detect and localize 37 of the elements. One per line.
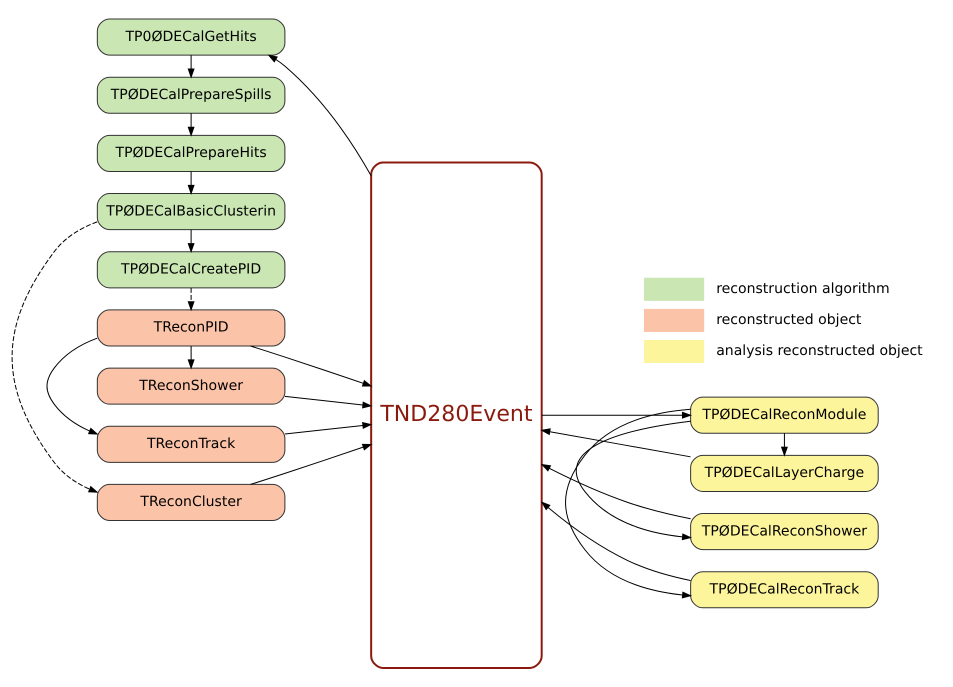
- node-box: TPØDECalReconTrack: [690, 571, 879, 608]
- node-box: TReconShower: [96, 368, 286, 405]
- arrow: [188, 230, 195, 254]
- arrow: [250, 346, 372, 387]
- arrow: [188, 346, 195, 370]
- arrow: [12, 221, 99, 493]
- arrow: [540, 464, 691, 520]
- arrow: [540, 428, 691, 458]
- arrow: [188, 172, 195, 195]
- arrow: [46, 338, 99, 435]
- arrow: [188, 288, 195, 312]
- node-box: TND280Event: [370, 161, 543, 669]
- arrow: [565, 408, 692, 598]
- arrow: [188, 55, 195, 79]
- arrow: [780, 433, 788, 457]
- arrow: [250, 444, 372, 485]
- arrow: [284, 422, 372, 435]
- legend-label: analysis reconstructed object: [716, 343, 923, 360]
- arrow: [188, 113, 195, 137]
- node-box: TReconTrack: [96, 426, 286, 463]
- node-box: TPØDECalReconModule: [690, 396, 879, 434]
- node-box: TPØDECalReconShower: [690, 513, 879, 550]
- arrow: [284, 396, 372, 408]
- node-box: TReconCluster: [96, 484, 286, 522]
- arrow: [576, 420, 692, 540]
- node-box: TPØDECalLayerCharge: [690, 454, 879, 492]
- node-box: TPØDECalPrepareHits: [96, 134, 286, 172]
- arrow: [542, 412, 692, 419]
- node-box: TReconPID: [96, 309, 286, 347]
- node-box: TPØDECalPrepareSpills: [96, 76, 286, 114]
- legend-label: reconstruction algorithm: [716, 281, 890, 298]
- legend-label: reconstructed object: [716, 312, 862, 328]
- arrow: [540, 501, 691, 581]
- node-box: TPØDECalBasicClusterin: [96, 193, 286, 230]
- node-box: TP0ØDECalGetHits: [96, 18, 286, 56]
- node-box: TPØDECalCreatePID: [96, 251, 286, 288]
- arrow: [267, 54, 372, 176]
